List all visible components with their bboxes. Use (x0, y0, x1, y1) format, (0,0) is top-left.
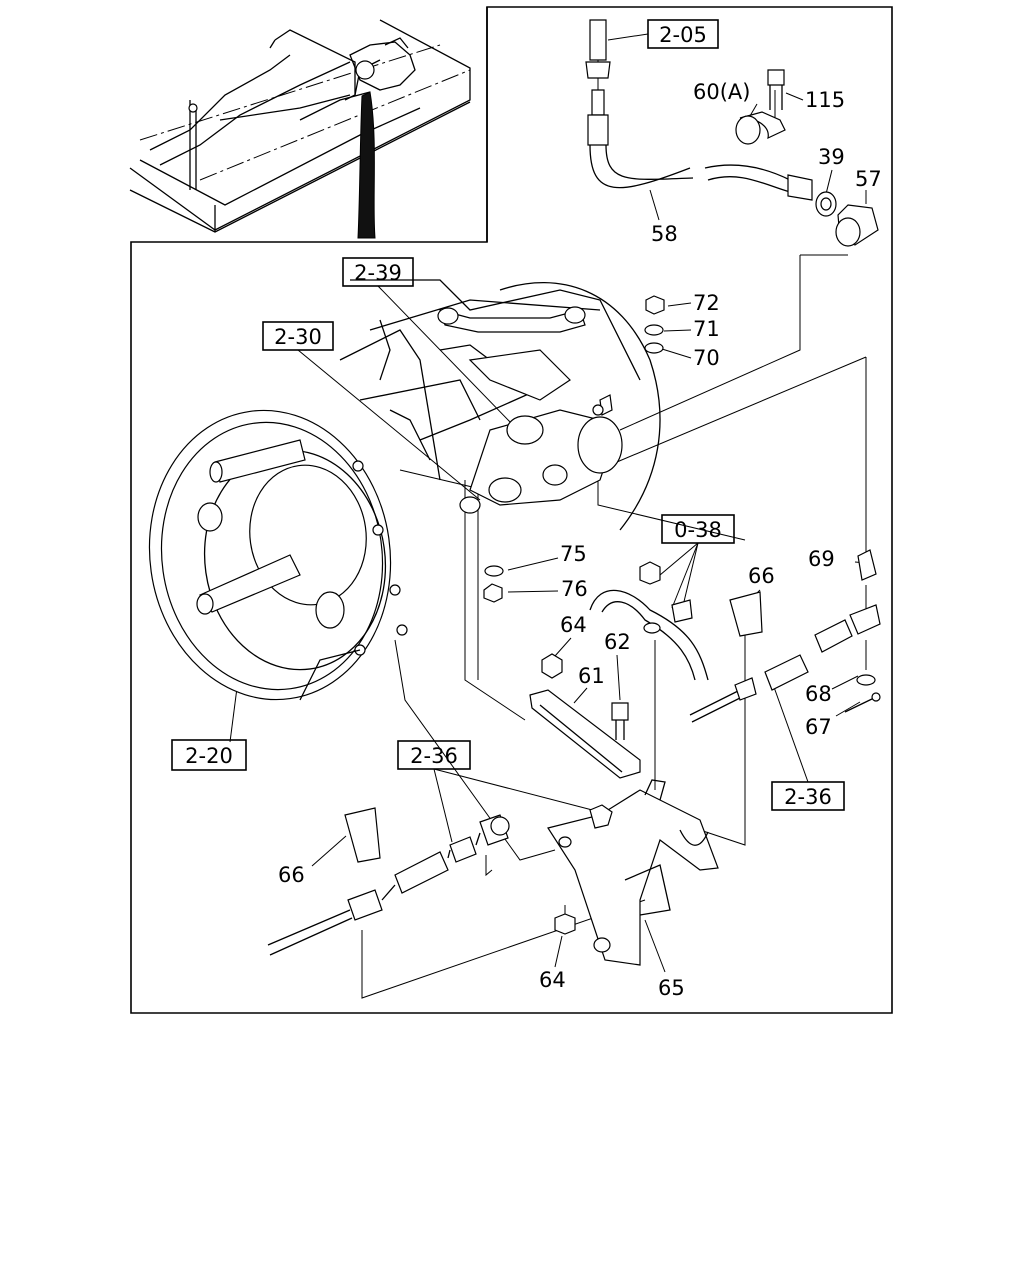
svg-text:2-36: 2-36 (784, 785, 832, 809)
part-label-69[interactable]: 69 (808, 547, 835, 571)
part-label-66-left[interactable]: 66 (278, 863, 305, 887)
part-label-67[interactable]: 67 (805, 715, 832, 739)
nut-washer-70-72 (644, 295, 665, 354)
shift-cable-right (689, 549, 881, 723)
part-labels: 60(A) 115 39 57 58 72 71 70 75 76 64 62 … (278, 80, 882, 1000)
part-label-66-right[interactable]: 66 (748, 564, 775, 588)
part-label-71[interactable]: 71 (693, 317, 720, 341)
svg-text:2-36: 2-36 (410, 744, 458, 768)
part-label-62[interactable]: 62 (604, 630, 631, 654)
shift-cable-left (267, 807, 510, 956)
clamp-60a-bolt-115 (735, 69, 786, 145)
part-label-70[interactable]: 70 (693, 346, 720, 370)
chassis-inset-illustration (129, 19, 471, 239)
svg-text:2-20: 2-20 (185, 744, 233, 768)
part-label-115[interactable]: 115 (805, 88, 845, 112)
diagram-frame (130, 6, 893, 1014)
callout-2-36-left[interactable]: 2-36 (397, 740, 471, 770)
svg-text:2-30: 2-30 (274, 325, 322, 349)
part-label-39[interactable]: 39 (818, 145, 845, 169)
part-label-58[interactable]: 58 (651, 222, 678, 246)
part-label-57[interactable]: 57 (855, 167, 882, 191)
part-label-68[interactable]: 68 (805, 682, 832, 706)
callout-2-30[interactable]: 2-30 (262, 321, 334, 351)
part-label-65[interactable]: 65 (658, 976, 685, 1000)
part-label-60a[interactable]: 60(A) (693, 80, 750, 104)
callout-0-38[interactable]: 0-38 (661, 514, 735, 544)
pipe-bracket-0-38 (589, 561, 709, 681)
svg-text:2-05: 2-05 (659, 23, 707, 47)
bracket-61 (529, 653, 641, 779)
callout-2-39[interactable]: 2-39 (342, 257, 414, 287)
washer-75-nut-76 (483, 565, 504, 603)
part-label-75[interactable]: 75 (560, 542, 587, 566)
slave-cylinder (459, 394, 623, 514)
callout-2-36-right[interactable]: 2-36 (771, 781, 845, 811)
part-label-61[interactable]: 61 (578, 664, 605, 688)
part-label-64-bottom[interactable]: 64 (539, 968, 566, 992)
callout-2-05[interactable]: 2-05 (647, 19, 719, 49)
bracket-65 (547, 779, 719, 966)
part-label-72[interactable]: 72 (693, 291, 720, 315)
svg-text:2-39: 2-39 (354, 261, 402, 285)
callout-2-20[interactable]: 2-20 (171, 739, 247, 771)
clutch-housing-illustration (148, 279, 661, 701)
part-label-76[interactable]: 76 (561, 577, 588, 601)
clutch-hose-58 (585, 19, 879, 247)
svg-text:0-38: 0-38 (674, 518, 722, 542)
part-label-64-top[interactable]: 64 (560, 613, 587, 637)
leader-lines (229, 33, 867, 973)
